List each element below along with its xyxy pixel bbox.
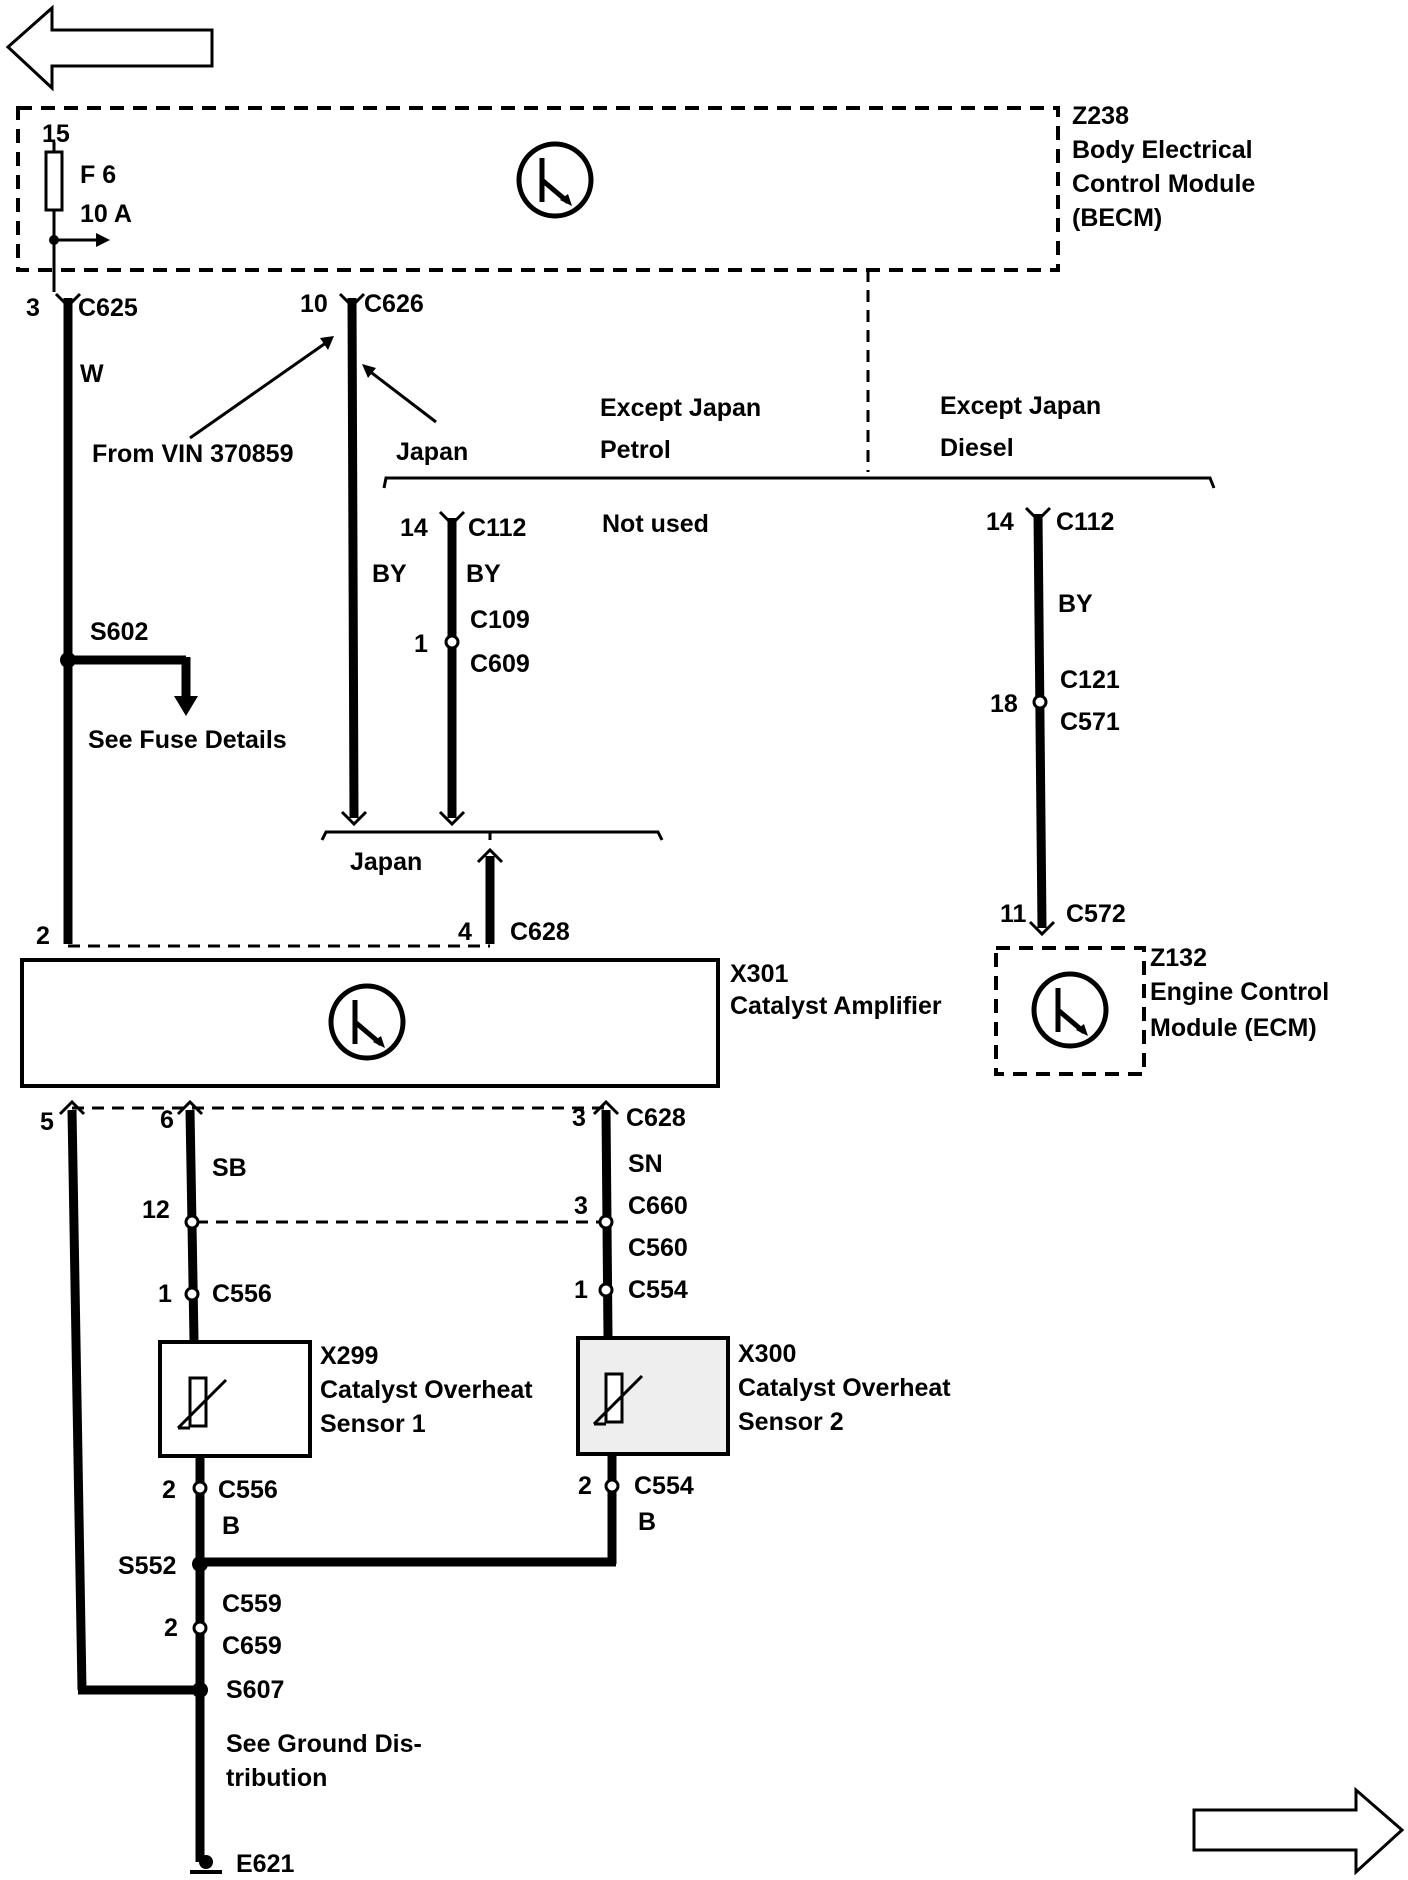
not-used-label: Not used xyxy=(602,510,709,538)
c112-left-label: C112 xyxy=(468,514,526,542)
c660-label: C660 xyxy=(628,1192,688,1220)
c625-label: C625 xyxy=(78,294,138,322)
wire-pin5-ground xyxy=(67,1109,87,1691)
c609-label: C609 xyxy=(470,650,530,678)
c556-bot-pin: 2 xyxy=(162,1476,176,1504)
c560-label: C560 xyxy=(628,1234,688,1262)
from-vin-label: From VIN 370859 xyxy=(92,440,294,468)
c628-bot-pin: 3 xyxy=(572,1104,586,1132)
s552-splice xyxy=(192,1556,208,1572)
petrol-label: Petrol xyxy=(600,436,671,464)
wire-by-label-3: BY xyxy=(1058,590,1093,618)
c559-pin: 2 xyxy=(164,1614,178,1642)
ecm-box xyxy=(994,946,1146,1076)
becm-name-line2: Control Module xyxy=(1072,170,1255,198)
becm-box xyxy=(16,106,1060,272)
catalyst-amplifier-box xyxy=(20,958,720,1088)
c554-bot-pin: 2 xyxy=(578,1472,592,1500)
wire-w-label: W xyxy=(80,360,104,388)
c628-bot-label: C628 xyxy=(626,1104,686,1132)
s607-label: S607 xyxy=(226,1676,284,1704)
c109-label: C109 xyxy=(470,606,530,634)
sensor1-name-line1: Catalyst Overheat xyxy=(320,1376,533,1404)
c571-label: C571 xyxy=(1060,708,1120,736)
e621-label: E621 xyxy=(236,1850,294,1878)
becm-fuse-label: F 6 xyxy=(80,161,116,189)
c556-bot-label: C556 xyxy=(218,1476,278,1504)
wire-by-c112-right xyxy=(1033,513,1047,929)
s552-label: S552 xyxy=(118,1552,176,1580)
see-fuse-details: See Fuse Details xyxy=(88,726,287,754)
c112-left-pin: 14 xyxy=(400,514,428,542)
back-arrow-icon[interactable] xyxy=(5,4,214,92)
amp-pin-6: 6 xyxy=(160,1106,174,1134)
wire-by-label-2: BY xyxy=(466,560,501,588)
c626-pin: 10 xyxy=(300,290,328,318)
diesel-label: Diesel xyxy=(940,434,1014,462)
c554-bot-label: C554 xyxy=(634,1472,694,1500)
wire-sb-label: SB xyxy=(212,1154,247,1182)
c112-right-label: C112 xyxy=(1056,508,1114,536)
except-japan-label-1: Except Japan xyxy=(600,394,761,422)
ecm-name-line2: Module (ECM) xyxy=(1150,1014,1317,1042)
japan-top-label: Japan xyxy=(396,438,468,466)
amplifier-name: Catalyst Amplifier xyxy=(730,992,942,1020)
amplifier-id: X301 xyxy=(730,960,788,988)
wire-b-label-2: B xyxy=(638,1508,656,1536)
ground-icon xyxy=(190,1855,222,1874)
c659-label: C659 xyxy=(222,1632,282,1660)
forward-arrow-icon[interactable] xyxy=(1192,1786,1405,1876)
s602-label: S602 xyxy=(90,618,148,646)
c628-top-pin: 4 xyxy=(458,918,472,946)
amp-pin-5: 5 xyxy=(40,1108,54,1136)
becm-name-line3: (BECM) xyxy=(1072,204,1162,232)
c554-top-label: C554 xyxy=(628,1276,688,1304)
sensor2-name-line2: Sensor 2 xyxy=(738,1408,844,1436)
transistor-icon xyxy=(328,983,406,1061)
thermistor-icon xyxy=(176,1376,228,1430)
ecm-name-line1: Engine Control xyxy=(1150,978,1329,1006)
ground-dist-line1: See Ground Dis- xyxy=(226,1730,422,1758)
c556-top-label: C556 xyxy=(212,1280,272,1308)
transistor-icon xyxy=(516,141,594,219)
c626-label: C626 xyxy=(364,290,424,318)
c572-label: C572 xyxy=(1066,900,1126,928)
becm-id: Z238 xyxy=(1072,102,1129,130)
c628-top-label: C628 xyxy=(510,918,570,946)
c112-right-pin: 14 xyxy=(986,508,1014,536)
sensor2-id: X300 xyxy=(738,1340,796,1368)
sensor2-box xyxy=(576,1336,730,1456)
becm-name-line1: Body Electrical xyxy=(1072,136,1253,164)
thermistor-icon xyxy=(592,1372,644,1426)
amp-pin-2: 2 xyxy=(36,922,50,950)
wire-sn-label: SN xyxy=(628,1150,663,1178)
c554-top-pin: 1 xyxy=(574,1276,588,1304)
c660-left-pin: 12 xyxy=(142,1196,170,1224)
becm-fuse-pin: 15 xyxy=(42,120,70,148)
c556-top-pin: 1 xyxy=(158,1280,172,1308)
wire-b-label-1: B xyxy=(222,1512,240,1540)
c121-label: C121 xyxy=(1060,666,1120,694)
ecm-id: Z132 xyxy=(1150,944,1207,972)
except-japan-label-2: Except Japan xyxy=(940,392,1101,420)
c660-right-pin: 3 xyxy=(574,1192,588,1220)
c572-pin: 11 xyxy=(1000,900,1027,928)
sensor2-name-line1: Catalyst Overheat xyxy=(738,1374,951,1402)
c121-pin: 18 xyxy=(990,690,1018,718)
fuse-f6-icon xyxy=(44,150,64,212)
s607-splice xyxy=(192,1682,208,1698)
ground-dist-line2: tribution xyxy=(226,1764,327,1792)
japan-bottom-label: Japan xyxy=(350,848,422,876)
wire-by-c626 xyxy=(347,297,359,819)
sensor1-id: X299 xyxy=(320,1342,378,1370)
c559-label: C559 xyxy=(222,1590,282,1618)
c109-pin: 1 xyxy=(414,630,428,658)
sensor1-box xyxy=(158,1340,312,1458)
sensor1-name-line2: Sensor 1 xyxy=(320,1410,426,1438)
transistor-icon xyxy=(1031,971,1109,1049)
wire-by-label-1: BY xyxy=(372,560,407,588)
becm-fuse-rating: 10 A xyxy=(80,200,132,228)
c625-pin: 3 xyxy=(26,294,40,322)
